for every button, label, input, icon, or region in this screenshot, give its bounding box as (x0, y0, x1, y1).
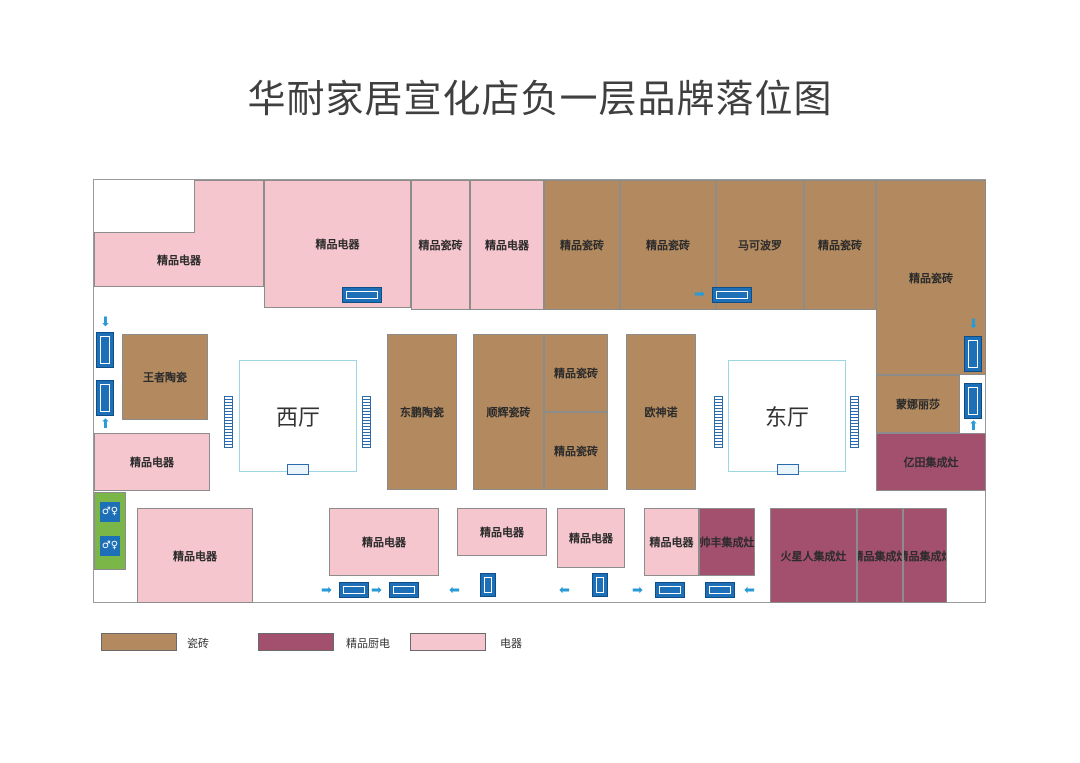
restroom-icon: ♂♀ (100, 502, 120, 522)
east-hall[interactable]: 东厅 (728, 360, 846, 472)
zone-top-elec-3[interactable]: 精品电器 (470, 180, 544, 310)
exit-sign-icon (712, 287, 752, 303)
zone-shuaifeng[interactable]: 帅丰集成灶 (699, 508, 755, 576)
zone-bot-elec-3[interactable]: 精品电器 (457, 508, 547, 556)
west-hall[interactable]: 西厅 (239, 360, 357, 472)
elevator-icon (287, 464, 309, 475)
escalator-icon (362, 396, 371, 448)
route-arrow-icon: ⬆ (968, 419, 979, 434)
zone-stove-2[interactable]: 精品集成灶 (903, 508, 947, 603)
zone-top-elec-1[interactable]: 精品电器 (94, 232, 264, 287)
exit-sign-icon (964, 336, 982, 372)
restroom-icon: ♂♀ (100, 536, 120, 556)
zone-top-tile-2[interactable]: 精品瓷砖 (544, 180, 620, 310)
legend-label: 瓷砖 (187, 637, 209, 650)
legend-label: 精品厨电 (346, 637, 390, 650)
zone-mengna[interactable]: 蒙娜丽莎 (876, 375, 960, 433)
zone-top-tile-4[interactable]: 精品瓷砖 (804, 180, 876, 310)
escalator-icon (224, 396, 233, 448)
zone-bot-elec-5[interactable]: 精品电器 (644, 508, 699, 576)
route-arrow-icon: ➡ (321, 583, 332, 598)
zone-bot-elec-4[interactable]: 精品电器 (557, 508, 625, 568)
zone-shunhui[interactable]: 顺辉瓷砖 (473, 334, 544, 490)
zone-stove-1[interactable]: 精品集成灶 (857, 508, 903, 603)
zone-bot-elec-2[interactable]: 精品电器 (329, 508, 439, 576)
exit-sign-icon (339, 582, 369, 598)
exit-sign-icon (592, 573, 608, 597)
floor-plan: 精品电器 精品电器 精品瓷砖 精品电器 精品瓷砖 精品瓷砖 马可波罗 精品瓷砖 … (93, 179, 986, 603)
exit-sign-icon (655, 582, 685, 598)
exit-sign-icon (964, 383, 982, 419)
legend-swatch-electrical (410, 633, 486, 651)
zone-left-elec[interactable]: 精品电器 (94, 433, 210, 491)
route-arrow-icon: ⬅ (559, 583, 570, 598)
zone-dongpeng[interactable]: 东鹏陶瓷 (387, 334, 457, 490)
legend-label: 电器 (500, 637, 522, 650)
exit-sign-icon (96, 332, 114, 368)
legend-swatch-kitchen (258, 633, 334, 651)
exit-sign-icon (389, 582, 419, 598)
route-arrow-icon: ⬆ (100, 417, 111, 432)
route-arrow-icon: ⬇ (100, 315, 111, 330)
zone-yitian[interactable]: 亿田集成灶 (876, 433, 986, 491)
zone-wangzhe[interactable]: 王者陶瓷 (122, 334, 208, 420)
route-arrow-icon: ⬅ (449, 583, 460, 598)
exit-sign-icon (705, 582, 735, 598)
route-arrow-icon: ➡ (371, 583, 382, 598)
zone-top-elec-1-upper (194, 180, 264, 233)
zone-oushennuo[interactable]: 欧神诺 (626, 334, 696, 490)
route-arrow-icon: ⬇ (968, 317, 979, 332)
restroom-area (94, 492, 126, 570)
zone-huoxingren[interactable]: 火星人集成灶 (770, 508, 857, 603)
page-title: 华耐家居宣化店负一层品牌落位图 (247, 77, 833, 121)
escalator-icon (714, 396, 723, 448)
exit-sign-icon (96, 380, 114, 416)
route-arrow-icon: ⬅ (744, 583, 755, 598)
elevator-icon (777, 464, 799, 475)
escalator-icon (850, 396, 859, 448)
route-arrow-icon: ➡ (694, 287, 705, 302)
route-arrow-icon: ➡ (632, 583, 643, 598)
zone-bot-elec-1[interactable]: 精品电器 (137, 508, 253, 603)
exit-sign-icon (342, 287, 382, 303)
legend-swatch-tile (101, 633, 177, 651)
exit-sign-icon (480, 573, 496, 597)
zone-top-elec-2[interactable]: 精品电器 (264, 180, 411, 308)
zone-mid-tile-2[interactable]: 精品瓷砖 (544, 412, 608, 490)
zone-top-tile-1[interactable]: 精品瓷砖 (411, 180, 470, 310)
zone-mid-tile-1[interactable]: 精品瓷砖 (544, 334, 608, 412)
zone-top-tile-3[interactable]: 精品瓷砖 (620, 180, 716, 310)
